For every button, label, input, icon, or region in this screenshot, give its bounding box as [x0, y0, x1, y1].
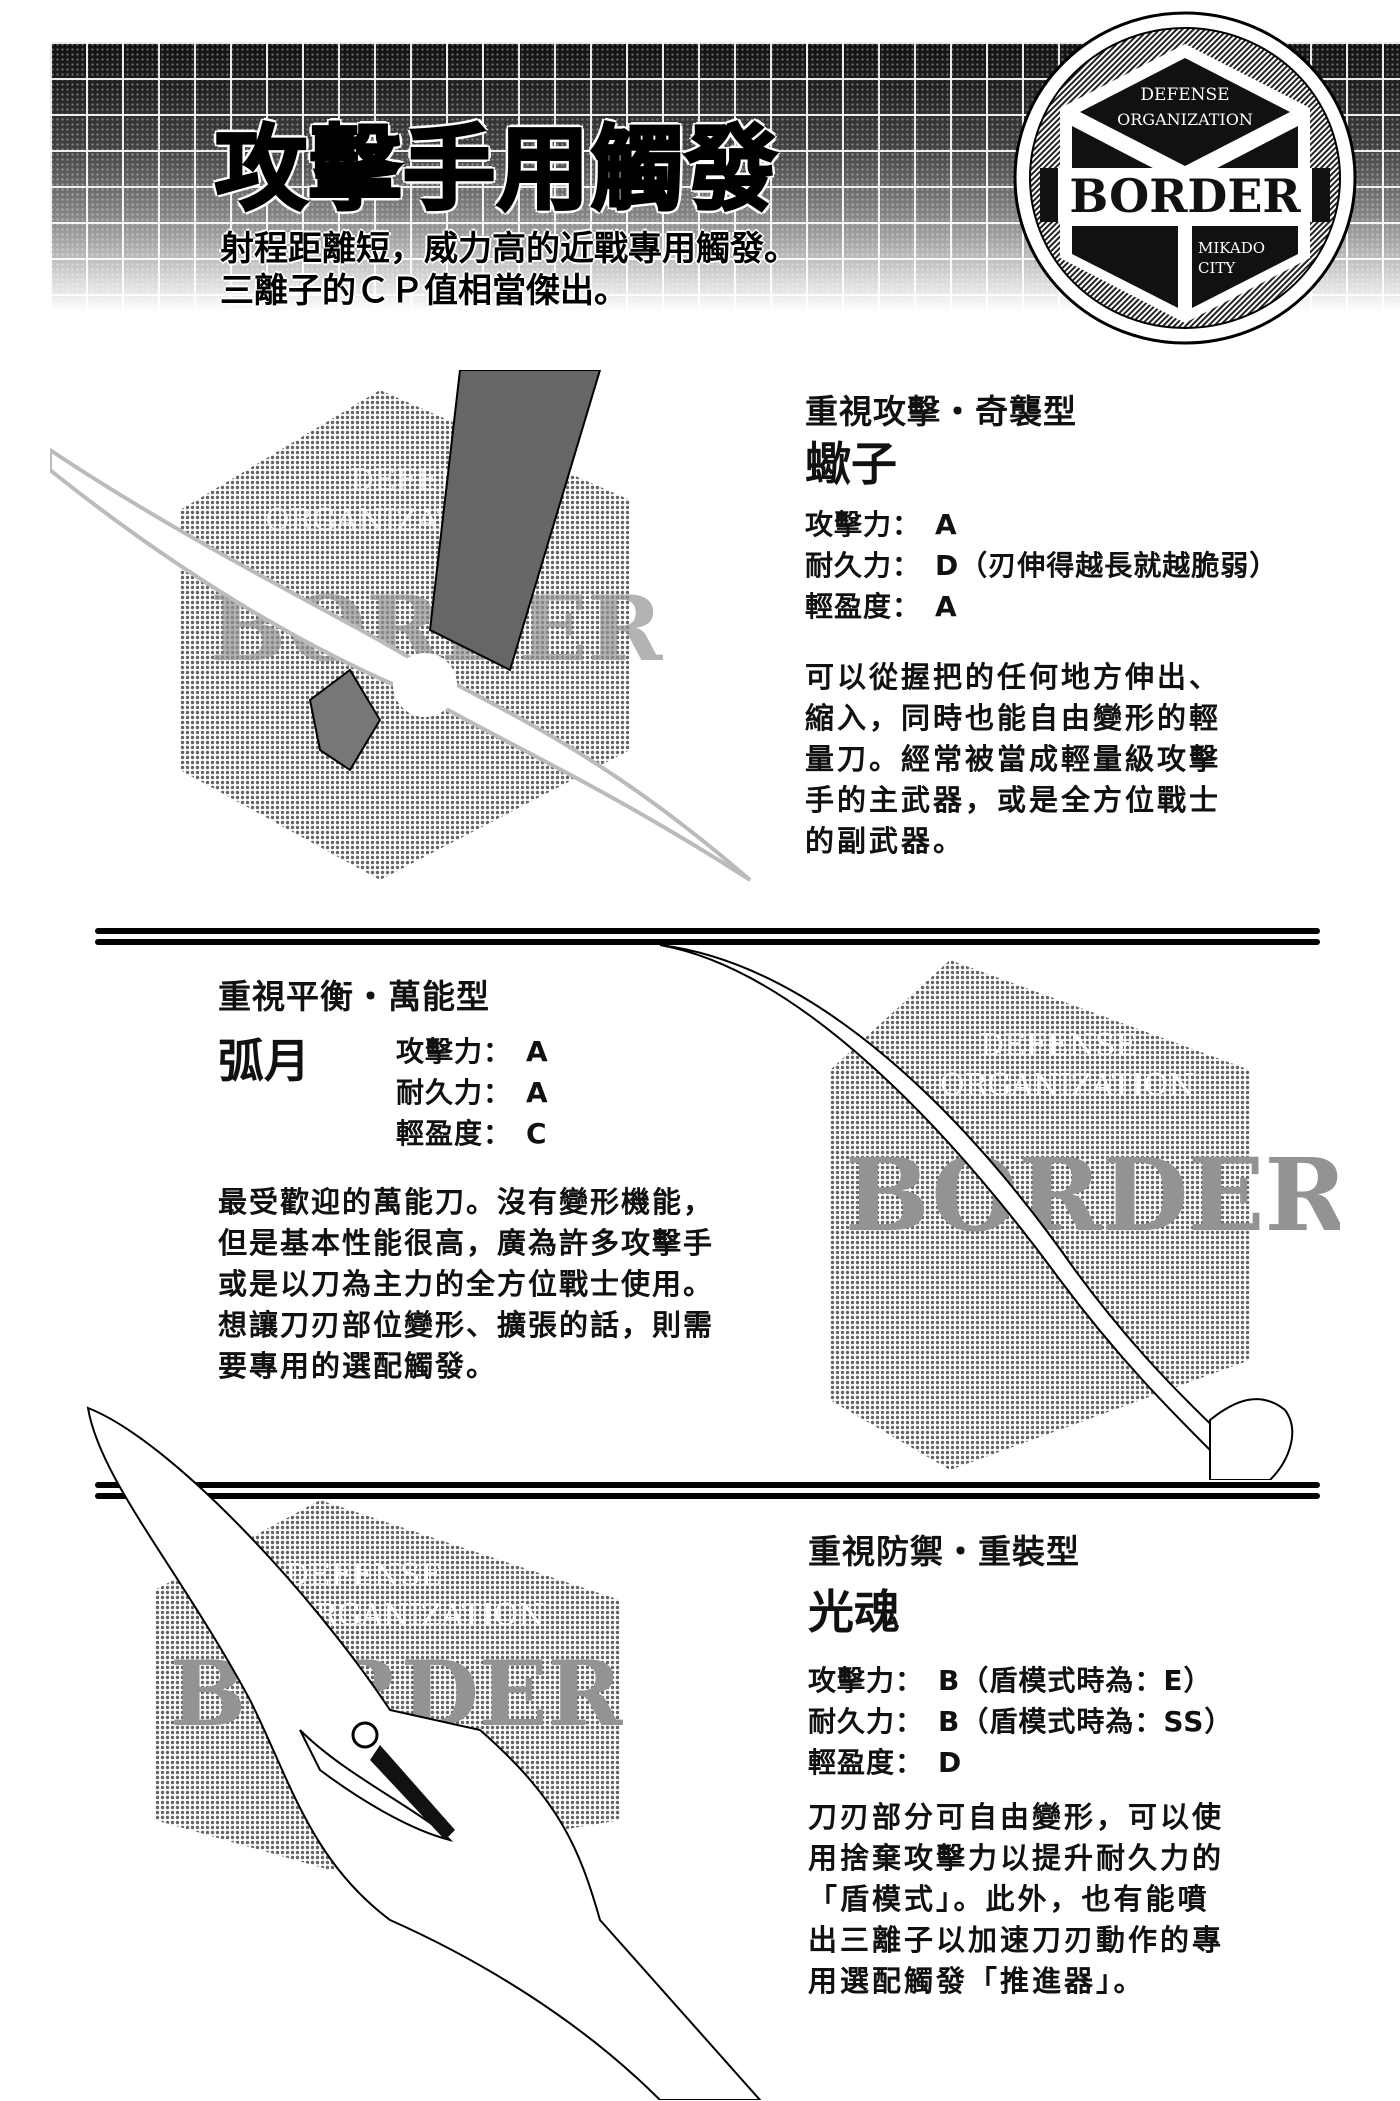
stat-agility: 輕盈度：D: [808, 1746, 963, 1779]
page-title: 攻擊手用觸發: [213, 115, 780, 225]
weapon-category: 重視防禦・重裝型: [808, 1532, 1080, 1571]
stat-attack: 攻擊力：A: [805, 508, 958, 541]
weapon-description: 刀刃部分可自由變形，可以使 用捨棄攻擊力以提升耐久力的 「盾模式」。此外，也有能…: [808, 1800, 1225, 1998]
stat-agility: 輕盈度：A: [805, 590, 958, 623]
stat-durability: 耐久力：A: [396, 1076, 549, 1109]
svg-text:DEFENSE: DEFENSE: [980, 1028, 1137, 1063]
section-divider: [95, 1482, 1320, 1502]
svg-text:BORDER: BORDER: [845, 1136, 1340, 1254]
section-divider: [95, 928, 1320, 948]
subtitle-line: 三離子的ＣＰ值相當傑出。: [220, 271, 628, 311]
weapon-category: 重視攻擊・奇襲型: [805, 392, 1077, 431]
emblem-name: BORDER: [1069, 169, 1301, 223]
emblem-line4: CITY: [1198, 259, 1236, 277]
svg-text:ORGANIZATION: ORGANIZATION: [290, 1598, 545, 1633]
weapon-name: 蠍子: [805, 437, 897, 491]
svg-text:ORGANIZATION: ORGANIZATION: [940, 1068, 1195, 1103]
weapon-description: 可以從握把的任何地方伸出、 縮入，同時也能自由變形的輕 量刀。經常被當成輕量級攻…: [805, 660, 1222, 858]
stat-attack: 攻擊力：A: [396, 1035, 549, 1068]
raygust-illustration: DEFENSE ORGANIZATION BORDER: [86, 1406, 762, 2100]
border-watermark-icon: DEFENSE ORGANIZATION BORDER: [830, 960, 1340, 1470]
emblem-line2: ORGANIZATION: [1117, 110, 1253, 129]
border-emblem-logo: DEFENSE ORGANIZATION BORDER MIKADO CITY: [1013, 11, 1357, 345]
page-subtitle: 射程距離短，威力高的近戰專用觸發。 三離子的ＣＰ值相當傑出。: [220, 228, 798, 312]
weapon-stats: 攻擊力：A 耐久力：A 輕盈度：C: [396, 1031, 549, 1154]
weapon-section-kogetsu: 重視平衡・萬能型 弧月 攻擊力：A 耐久力：A 輕盈度：C 最受歡迎的萬能刀。沒…: [218, 975, 714, 1387]
scorpion-illustration: DEFENSE ORGANIZATION BORDER: [50, 370, 752, 882]
weapon-section-raygust: 重視防禦・重裝型 光魂 攻擊力：B（盾模式時為：E） 耐久力：B（盾模式時為：S…: [808, 1530, 1233, 2002]
stat-durability: 耐久力：D（刃伸得越長就越脆弱）: [805, 549, 1279, 582]
emblem-line3: MIKADO: [1198, 239, 1265, 257]
border-watermark-icon: DEFENSE ORGANIZATION BORDER: [180, 390, 664, 880]
stat-agility: 輕盈度：C: [396, 1117, 548, 1150]
stat-attack: 攻擊力：B（盾模式時為：E）: [808, 1664, 1213, 1697]
weapon-name: 光魂: [808, 1585, 900, 1639]
weapon-section-scorpion: 重視攻擊・奇襲型 蠍子 攻擊力：A 耐久力：D（刃伸得越長就越脆弱） 輕盈度：A…: [805, 390, 1278, 862]
emblem-line1: DEFENSE: [1140, 85, 1229, 105]
weapon-description: 最受歡迎的萬能刀。沒有變形機能， 但是基本性能很高，廣為許多攻擊手 或是以刀為主…: [218, 1185, 715, 1383]
weapon-stats: 攻擊力：B（盾模式時為：E） 耐久力：B（盾模式時為：SS） 輕盈度：D: [808, 1660, 1233, 1783]
kogetsu-illustration: DEFENSE ORGANIZATION BORDER: [659, 944, 1340, 1480]
subtitle-line: 射程距離短，威力高的近戰專用觸發。: [220, 229, 798, 269]
svg-text:DEFENSE: DEFENSE: [285, 1558, 442, 1593]
weapon-name: 弧月: [218, 1034, 310, 1088]
weapon-stats: 攻擊力：A 耐久力：D（刃伸得越長就越脆弱） 輕盈度：A: [805, 504, 1278, 627]
weapon-category: 重視平衡・萬能型: [218, 977, 490, 1016]
stat-durability: 耐久力：B（盾模式時為：SS）: [808, 1705, 1234, 1738]
